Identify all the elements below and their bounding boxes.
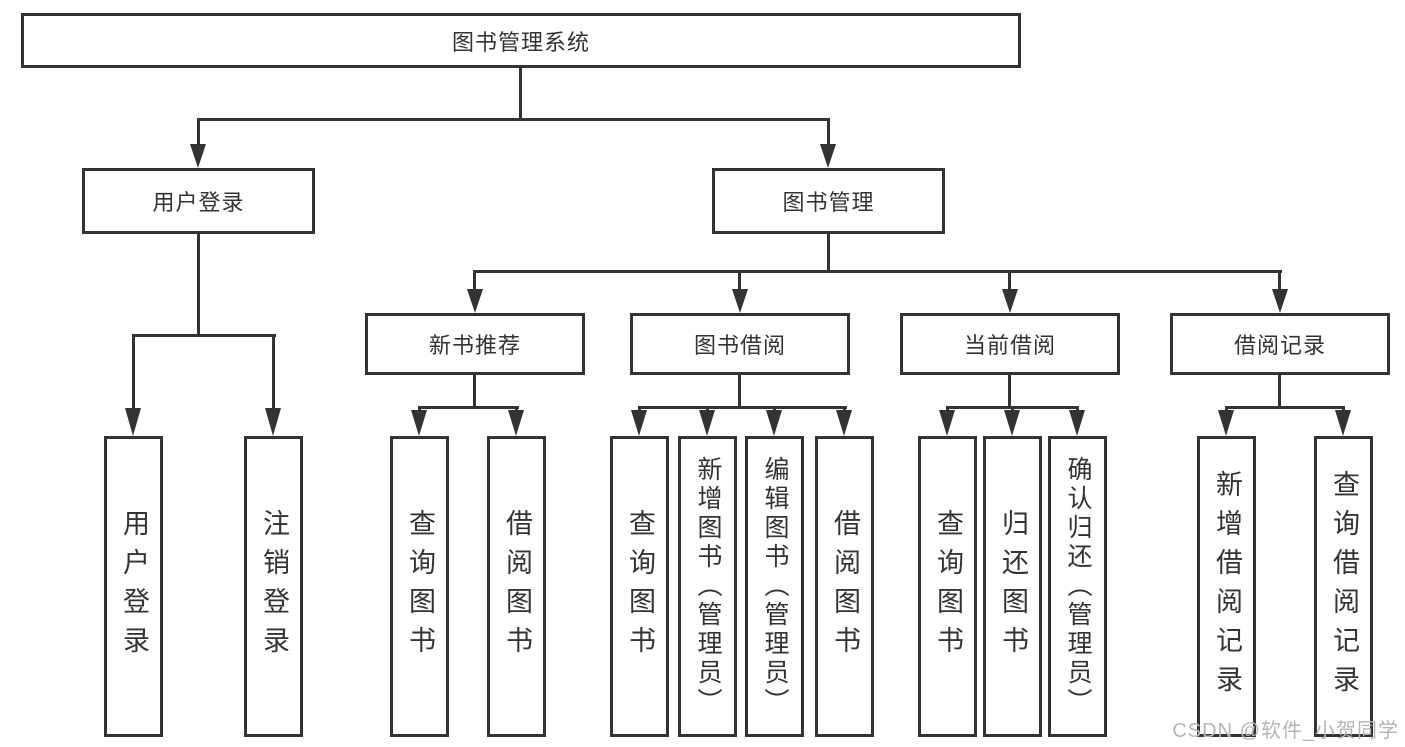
connector-line	[738, 375, 741, 408]
leaf-user-login: 用户登录	[104, 436, 163, 737]
arrow-down-icon	[1335, 410, 1351, 436]
leaf-borrow-books: 借阅图书	[815, 436, 874, 737]
arrow-down-icon	[190, 144, 206, 168]
connector-line	[827, 118, 830, 146]
connector-line	[197, 234, 200, 336]
connector-line	[827, 234, 830, 272]
arrow-down-icon	[265, 408, 281, 436]
leaf-label: 新增借阅记录	[1212, 469, 1242, 704]
node-book-borrow: 图书借阅	[630, 313, 850, 375]
connector-line	[1008, 270, 1011, 292]
arrow-down-icon	[939, 410, 955, 436]
node-new-book-recommend-label: 新书推荐	[428, 333, 521, 358]
arrow-down-icon	[766, 410, 782, 436]
leaf-label: 注销登录	[259, 508, 289, 665]
connector-line	[272, 334, 275, 410]
leaf-label: 借阅图书	[830, 508, 860, 665]
connector-line	[638, 406, 847, 409]
leaf-label: 用户登录	[119, 508, 149, 665]
connector-line	[473, 375, 476, 408]
leaf-label: 查询图书	[625, 508, 655, 665]
leaf-label: 查询图书	[933, 508, 963, 665]
leaf-query-books: 查询图书	[918, 436, 977, 737]
node-root: 图书管理系统	[21, 13, 1021, 68]
node-current-borrow-label: 当前借阅	[963, 333, 1056, 358]
connector-line	[473, 270, 476, 292]
connector-line	[519, 66, 522, 120]
leaf-query-books: 查询图书	[610, 436, 669, 737]
leaf-edit-books-admin: 编辑图书（管理员）	[745, 436, 804, 737]
node-book-borrow-label: 图书借阅	[693, 333, 786, 358]
leaf-label: 归还图书	[998, 508, 1028, 665]
leaf-query-books: 查询图书	[390, 436, 449, 737]
arrow-down-icon	[467, 289, 483, 313]
leaf-label: 查询图书	[405, 508, 435, 665]
leaf-confirm-return-admin: 确认归还（管理员）	[1048, 436, 1107, 737]
connector-line	[1278, 270, 1281, 292]
leaf-return-books: 归还图书	[983, 436, 1042, 737]
node-root-label: 图书管理系统	[451, 29, 590, 55]
connector-line	[132, 334, 135, 410]
arrow-down-icon	[1004, 410, 1020, 436]
leaf-label: 借阅图书	[502, 508, 532, 665]
node-borrow-records: 借阅记录	[1170, 313, 1390, 375]
leaf-label: 确认归还（管理员）	[1064, 456, 1092, 717]
arrow-down-icon	[1002, 289, 1018, 313]
node-user-login-label: 用户登录	[152, 190, 245, 215]
connector-line	[473, 270, 1282, 273]
leaf-add-books-admin: 新增图书（管理员）	[678, 436, 737, 737]
node-book-management-label: 图书管理	[782, 190, 875, 215]
arrow-down-icon	[732, 289, 748, 313]
watermark: CSDN @软件_小贺同学	[1172, 720, 1399, 742]
connector-line	[1278, 375, 1281, 408]
leaf-query-borrow-record: 查询借阅记录	[1314, 436, 1373, 737]
arrow-down-icon	[820, 144, 836, 168]
connector-line	[418, 406, 519, 409]
arrow-down-icon	[1218, 410, 1234, 436]
arrow-down-icon	[699, 410, 715, 436]
connector-line	[1225, 406, 1345, 409]
node-user-login: 用户登录	[82, 168, 315, 234]
arrow-down-icon	[508, 410, 524, 436]
node-borrow-records-label: 借阅记录	[1233, 333, 1326, 358]
leaf-label: 新增图书（管理员）	[694, 456, 722, 717]
arrow-down-icon	[1069, 410, 1085, 436]
connector-line	[197, 118, 200, 146]
leaf-logout: 注销登录	[244, 436, 303, 737]
arrow-down-icon	[1272, 289, 1288, 313]
connector-line	[738, 270, 741, 292]
leaf-add-borrow-record: 新增借阅记录	[1197, 436, 1256, 737]
leaf-label: 查询借阅记录	[1329, 469, 1359, 704]
node-current-borrow: 当前借阅	[900, 313, 1120, 375]
node-new-book-recommend: 新书推荐	[365, 313, 585, 375]
connector-line	[1008, 375, 1011, 408]
leaf-label: 编辑图书（管理员）	[761, 456, 789, 717]
arrow-down-icon	[411, 410, 427, 436]
arrow-down-icon	[836, 410, 852, 436]
leaf-borrow-books: 借阅图书	[487, 436, 546, 737]
arrow-down-icon	[631, 410, 647, 436]
connector-line	[197, 118, 830, 121]
node-book-management: 图书管理	[712, 168, 945, 234]
arrow-down-icon	[125, 408, 141, 436]
connector-line	[132, 334, 276, 337]
